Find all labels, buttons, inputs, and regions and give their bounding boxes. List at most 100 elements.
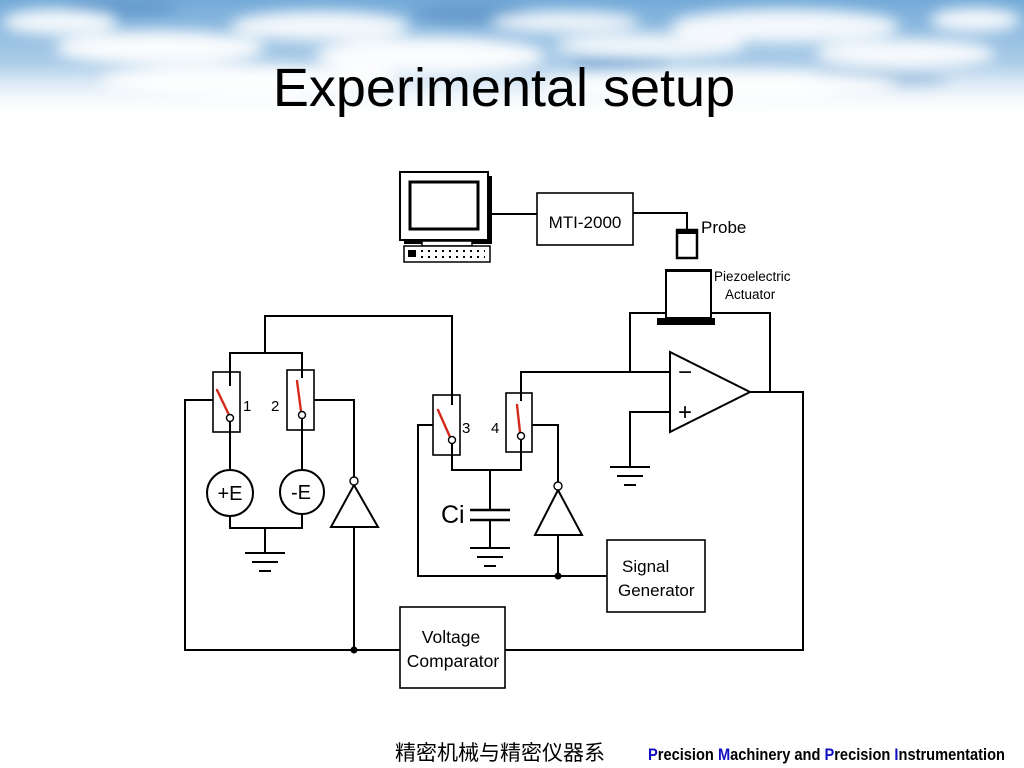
negative-source-label: -E (291, 482, 311, 504)
ground-symbol-sources (245, 552, 285, 572)
wire-feedback-right (711, 312, 771, 392)
wire-switch-4-to-op-amp-inverting (520, 371, 670, 393)
cloud (55, 31, 265, 65)
switch-2-label: 2 (271, 398, 279, 415)
switch-1-label: 1 (243, 398, 251, 415)
keyboard (403, 245, 491, 263)
switch-3-label: 3 (462, 420, 470, 437)
buffer-2 (533, 481, 584, 536)
cloud (230, 11, 410, 41)
wire-switch-3-4-to-capacitor (451, 452, 522, 510)
buffer-2-triangle (533, 487, 584, 536)
switch-1-body (212, 371, 241, 433)
actuator-base-plate (657, 318, 715, 325)
switch-2-blade (295, 379, 303, 413)
voltage-comparator-label-line-1: Voltage (422, 627, 480, 647)
voltage-comparator: Voltage Comparator (399, 606, 506, 689)
buffer-1-input-bubble (349, 476, 359, 486)
op-amp-noninverting-sign: + (678, 399, 692, 426)
switch-2-contact (297, 410, 307, 420)
probe-cap (677, 229, 697, 234)
mti-2000-box (536, 192, 634, 246)
negative-source-circle (279, 469, 325, 515)
wire-mti-to-probe (633, 212, 688, 230)
actuator-label-line-1: Piezoelectric (714, 269, 791, 284)
buffer-2-input-bubble (553, 481, 563, 491)
switch-1-contact (225, 413, 235, 423)
op-amp: − + (669, 350, 753, 434)
switch-3-body (432, 394, 461, 456)
switch-4-blade (515, 403, 522, 434)
probe (675, 228, 699, 260)
footer-department-cn: 精密机械与精密仪器系 (395, 741, 605, 765)
footer-en-segment: achinery and (730, 745, 824, 764)
mti-2000-controller: MTI-2000 (536, 192, 634, 246)
wire-op-amp-noninverting-to-ground (629, 411, 670, 467)
positive-source-circle (206, 469, 254, 517)
actuator-body (665, 269, 712, 319)
slide-title: Experimental setup (273, 58, 735, 118)
capacitor-ci (470, 508, 510, 522)
actuator-label-line-2: Actuator (725, 287, 776, 302)
junction-dot-comparator (350, 646, 358, 654)
switch-4 (505, 392, 533, 453)
junction-dot-generator (554, 572, 562, 580)
wiring (184, 212, 804, 654)
wire-switch-2-to-buffer-1 (314, 399, 355, 477)
cloud (815, 39, 995, 69)
footer-en-segment: recision (834, 745, 894, 764)
negative-voltage-source: -E (279, 469, 325, 515)
wire-switch-3-to-signal-generator (417, 424, 607, 577)
signal-generator-label-line-1: Signal (622, 557, 669, 576)
ground-symbol-capacitor (470, 547, 510, 567)
cloud (490, 11, 640, 33)
piezoelectric-actuator (657, 269, 715, 325)
wire-switch-1-to-comparator (184, 399, 400, 651)
voltage-comparator-box (399, 606, 506, 689)
cloud (930, 8, 1020, 32)
switch-3 (432, 394, 461, 456)
switch-3-contact (447, 435, 457, 445)
signal-generator: Signal Generator (606, 539, 706, 613)
wire-switch-4-to-buffer-2 (532, 424, 559, 482)
keyboard-port (408, 250, 416, 257)
cloud (2, 9, 118, 35)
switch-3-blade (436, 408, 452, 439)
op-amp-inverting-sign: − (678, 359, 692, 386)
sky-fade (0, 62, 1024, 120)
footer-en-segment: recision (658, 745, 718, 764)
switch-1-blade (215, 388, 231, 417)
buffer-1 (329, 476, 380, 528)
actuator-top-edge (666, 269, 711, 272)
footer-en-segment: P (824, 745, 834, 764)
buffer-1-triangle (329, 482, 380, 528)
footer-en-segment: P (648, 745, 658, 764)
wire-top-bus (264, 315, 453, 395)
mti-2000-label: MTI-2000 (549, 213, 622, 232)
footer-en-segment: nstrumentation (899, 745, 1005, 764)
computer-icon (399, 171, 492, 263)
footer-en-segment: M (718, 745, 730, 764)
wire-op-amp-output-to-comparator (505, 391, 804, 651)
wire-sources-to-ground (229, 514, 303, 553)
op-amp-triangle (669, 350, 753, 434)
signal-generator-box (606, 539, 706, 613)
signal-generator-label-line-2: Generator (618, 581, 695, 600)
switch-4-contact (516, 431, 526, 441)
voltage-comparator-label-line-2: Comparator (407, 651, 500, 671)
sky-header-background (0, 0, 1024, 120)
switch-4-label: 4 (491, 420, 499, 437)
positive-source-label: +E (217, 483, 242, 505)
switch-2 (286, 369, 315, 431)
cloud (555, 33, 745, 59)
ground-symbol-op-amp (610, 466, 650, 486)
wire-switch-1-2-bus (229, 352, 303, 372)
capacitor-label: Ci (441, 501, 465, 529)
switch-1 (212, 371, 241, 433)
footer-en-segment: I (894, 745, 898, 764)
positive-voltage-source: +E (206, 469, 254, 517)
cloud (670, 9, 900, 43)
probe-body (675, 228, 699, 260)
wire-feedback-left (629, 312, 666, 372)
